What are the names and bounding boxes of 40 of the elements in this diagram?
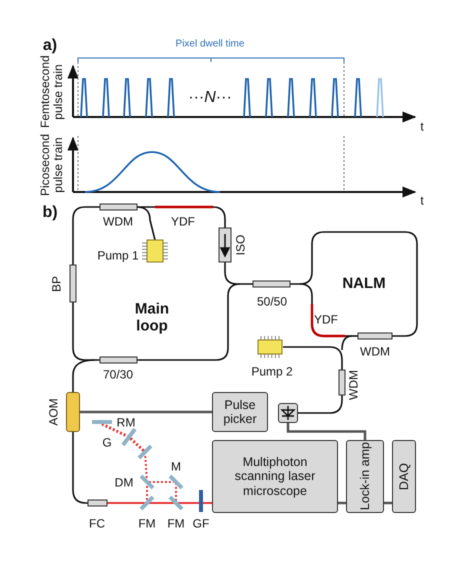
component-label: FC [89, 517, 105, 531]
component-label: RM [116, 416, 136, 430]
component-label: DM [114, 476, 134, 490]
component-label: 70/30 [102, 368, 134, 382]
pulse-count-label: ···N··· [188, 89, 232, 107]
axis-label: t [420, 120, 424, 134]
axis-label: t [420, 194, 424, 208]
process-box: Lock-in amp [346, 440, 384, 513]
component-label: WDM [347, 370, 361, 400]
process-box: Multiphoton scanning laser microscope [212, 440, 338, 513]
component-label: ISO [234, 234, 248, 256]
component-label: WDM [103, 215, 133, 229]
component-label: BP [50, 276, 64, 292]
axis-title: Picosecond pulse train [38, 132, 66, 198]
connector-line [338, 502, 346, 504]
process-box: DAQ [392, 440, 416, 513]
photodiode-icon [278, 403, 298, 423]
component-label: FM [167, 517, 185, 531]
component-label: M [171, 460, 181, 474]
component-label: GF [192, 517, 210, 531]
component-label: Main loop [134, 302, 170, 334]
component-label: Pump 1 [97, 249, 139, 263]
component-label: YDF [171, 215, 195, 229]
connector-line [80, 410, 212, 414]
axis-title: Femtosecond pulse train [38, 56, 66, 128]
bracket-label: Pixel dwell time [176, 38, 244, 50]
component-label: 50/50 [256, 295, 288, 309]
component-label: WDM [360, 345, 390, 359]
component-label: AOM [47, 398, 61, 426]
process-box: Pulse picker [212, 392, 268, 432]
modulator-box [66, 392, 80, 432]
component-label: G [102, 436, 112, 450]
component-label: FM [138, 517, 156, 531]
component-label: NALM [342, 276, 386, 292]
panel-label: a) [42, 37, 58, 55]
connector-line [384, 502, 392, 504]
component-label: Pump 2 [251, 365, 293, 379]
panel-label: b) [42, 204, 58, 222]
component-label: YDF [314, 313, 338, 327]
connector-line [286, 423, 366, 440]
